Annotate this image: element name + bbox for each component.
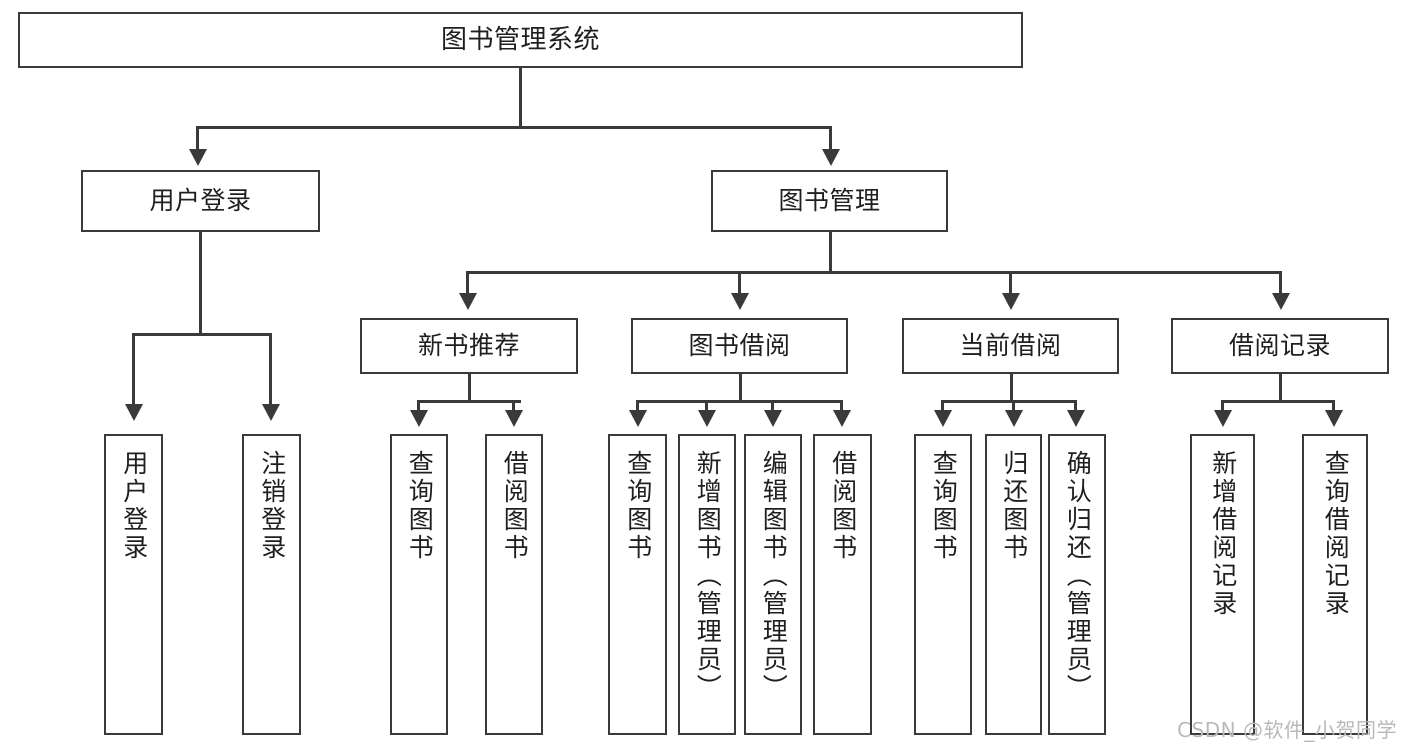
node-label: 新增借阅记录 <box>1208 450 1238 618</box>
node-root-book-management-system[interactable]: 图书管理系统 <box>18 12 1023 68</box>
node-label: 归还图书 <box>999 450 1029 562</box>
node-book-borrow[interactable]: 图书借阅 <box>631 318 848 374</box>
arrowhead-bm-to-borrow-record <box>1272 293 1290 310</box>
connector-root-to-user-login <box>196 126 199 151</box>
node-label: 编辑图书（管理员） <box>759 450 789 702</box>
node-label: 图书管理 <box>778 186 881 216</box>
connector-bb-to-leaf-3 <box>771 400 774 412</box>
arrowhead-root-to-book-management <box>822 149 840 166</box>
connector-book-management-bar <box>466 271 1282 274</box>
connector-bb-bar <box>636 400 843 403</box>
connector-user-login-stem <box>199 232 202 335</box>
node-new-book-recommend[interactable]: 新书推荐 <box>360 318 578 374</box>
arrowhead-bb-to-leaf-1 <box>629 410 647 427</box>
connector-nbr-to-leaf-2 <box>512 400 515 412</box>
connector-bm-to-current-borrow <box>1009 271 1012 295</box>
connector-user-login-to-leaf-1 <box>132 333 135 406</box>
connector-root-to-book-management <box>829 126 832 151</box>
arrowhead-root-to-user-login <box>189 149 207 166</box>
leaf-user-login-login[interactable]: 用户登录 <box>104 434 163 735</box>
connector-br-to-leaf-1 <box>1221 400 1224 412</box>
connector-cb-to-leaf-3 <box>1074 400 1077 412</box>
node-label: 图书借阅 <box>688 331 791 361</box>
leaf-current-borrow-query[interactable]: 查询图书 <box>914 434 972 735</box>
arrowhead-bm-to-book-borrow <box>731 293 749 310</box>
connector-bm-to-new-book <box>466 271 469 295</box>
arrowhead-user-login-to-leaf-2 <box>262 404 280 421</box>
node-label: 确认归还（管理员） <box>1063 450 1093 702</box>
connector-cb-to-leaf-1 <box>941 400 944 412</box>
node-label: 用户登录 <box>119 450 149 562</box>
connector-cb-stem <box>1010 374 1013 402</box>
node-label: 新书推荐 <box>417 331 520 361</box>
connector-nbr-stem <box>468 374 471 402</box>
connector-bm-to-book-borrow <box>738 271 741 295</box>
connector-nbr-bar <box>417 400 521 403</box>
node-label: 用户登录 <box>149 186 252 216</box>
leaf-book-borrow-add[interactable]: 新增图书（管理员） <box>678 434 736 735</box>
connector-br-bar <box>1221 400 1334 403</box>
connector-cb-to-leaf-2 <box>1012 400 1015 412</box>
leaf-new-book-borrow[interactable]: 借阅图书 <box>485 434 543 735</box>
arrowhead-bb-to-leaf-4 <box>833 410 851 427</box>
arrowhead-bm-to-current-borrow <box>1002 293 1020 310</box>
node-label: 借阅图书 <box>500 450 530 562</box>
node-label: 查询图书 <box>929 450 959 562</box>
arrowhead-br-to-leaf-2 <box>1325 410 1343 427</box>
arrowhead-cb-to-leaf-2 <box>1005 410 1023 427</box>
leaf-user-login-logout[interactable]: 注销登录 <box>242 434 301 735</box>
connector-bb-to-leaf-2 <box>705 400 708 412</box>
connector-nbr-to-leaf-1 <box>417 400 420 412</box>
node-label: 当前借阅 <box>959 331 1062 361</box>
connector-cb-bar <box>941 400 1077 403</box>
arrowhead-bm-to-new-book <box>459 293 477 310</box>
node-label: 借阅图书 <box>828 450 858 562</box>
connector-br-to-leaf-2 <box>1332 400 1335 412</box>
leaf-current-borrow-return[interactable]: 归还图书 <box>985 434 1042 735</box>
connector-bb-to-leaf-1 <box>636 400 639 412</box>
leaf-book-borrow-edit[interactable]: 编辑图书（管理员） <box>744 434 802 735</box>
node-label: 新增图书（管理员） <box>693 450 723 702</box>
connector-bb-stem <box>739 374 742 402</box>
connector-bm-to-borrow-record <box>1279 271 1282 295</box>
leaf-borrow-record-query[interactable]: 查询借阅记录 <box>1302 434 1368 735</box>
node-label: 查询图书 <box>623 450 653 562</box>
arrowhead-nbr-to-leaf-1 <box>410 410 428 427</box>
node-label: 注销登录 <box>257 450 287 562</box>
node-label: 借阅记录 <box>1228 331 1331 361</box>
arrowhead-user-login-to-leaf-1 <box>125 404 143 421</box>
leaf-new-book-query[interactable]: 查询图书 <box>390 434 448 735</box>
node-current-borrow[interactable]: 当前借阅 <box>902 318 1119 374</box>
node-label: 查询图书 <box>405 450 435 562</box>
arrowhead-cb-to-leaf-1 <box>934 410 952 427</box>
node-user-login[interactable]: 用户登录 <box>81 170 320 232</box>
arrowhead-br-to-leaf-1 <box>1214 410 1232 427</box>
node-book-management[interactable]: 图书管理 <box>711 170 948 232</box>
connector-root-stem <box>519 68 522 128</box>
node-label: 查询借阅记录 <box>1321 450 1351 618</box>
arrowhead-cb-to-leaf-3 <box>1067 410 1085 427</box>
arrowhead-bb-to-leaf-2 <box>698 410 716 427</box>
connector-book-management-stem <box>829 232 832 273</box>
connector-user-login-to-leaf-2 <box>269 333 272 406</box>
arrowhead-bb-to-leaf-3 <box>764 410 782 427</box>
connector-bb-to-leaf-4 <box>840 400 843 412</box>
arrowhead-nbr-to-leaf-2 <box>505 410 523 427</box>
connector-user-login-bar <box>132 333 271 336</box>
leaf-current-borrow-confirm-return[interactable]: 确认归还（管理员） <box>1048 434 1106 735</box>
leaf-book-borrow-query[interactable]: 查询图书 <box>608 434 667 735</box>
leaf-borrow-record-add[interactable]: 新增借阅记录 <box>1190 434 1255 735</box>
connector-root-bar <box>196 126 832 129</box>
connector-br-stem <box>1279 374 1282 402</box>
node-borrow-record[interactable]: 借阅记录 <box>1171 318 1389 374</box>
leaf-book-borrow-borrow[interactable]: 借阅图书 <box>813 434 872 735</box>
node-label: 图书管理系统 <box>440 24 600 55</box>
